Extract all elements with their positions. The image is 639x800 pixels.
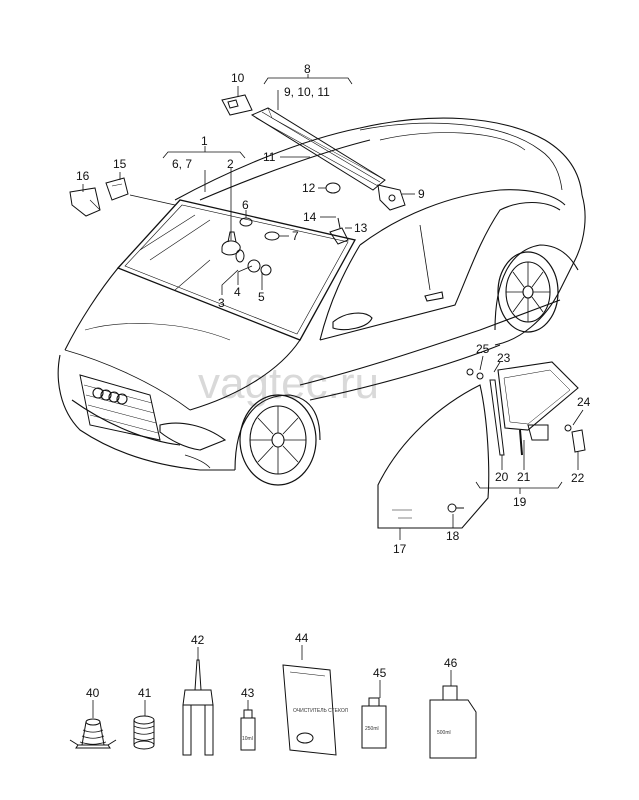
seal-roll-40 [69,718,117,749]
quarter-glass-23 [497,361,579,431]
label-2: 2 [227,157,234,171]
label-42: 42 [191,633,205,647]
bracket-22 [571,429,586,453]
label-4: 4 [234,285,241,299]
label-19: 19 [513,495,527,509]
label-45: 45 [373,666,387,680]
label-20: 20 [495,470,509,484]
door-glass-17 [377,384,490,529]
repair-kit-44 [282,664,337,756]
label-17: 17 [393,542,407,556]
grommet-12 [325,182,341,194]
bracket-16 [69,187,101,217]
label-1: 1 [201,134,208,148]
label-3: 3 [218,296,225,310]
label-18: 18 [446,529,460,543]
label-22: 22 [571,471,585,485]
label-12: 12 [302,181,316,195]
repair-kit-44-text: ОЧИСТИТЕЛЬ СТЕКОЛ [293,708,348,714]
label-8-sub: 9, 10, 11 [284,85,330,99]
mirror-seals [235,249,272,276]
label-44: 44 [295,631,309,645]
label-15: 15 [113,157,127,171]
label-25: 25 [476,342,490,356]
label-24: 24 [577,395,591,409]
bottle-46-text: 500ml [437,730,451,736]
windshield-glass [139,214,211,291]
bolt-18 [447,503,464,513]
bracket-10 [221,94,253,116]
channel-21 [519,424,549,456]
bottle-43-text: 10ml [242,736,253,742]
mirror-mount-part [221,231,241,256]
bracket-9 [377,184,406,211]
label-21: 21 [517,470,531,484]
label-11: 11 [263,150,276,164]
bracket-15 [105,177,129,201]
bottle-45 [361,697,387,749]
label-7: 7 [292,229,299,243]
label-43: 43 [241,686,255,700]
leader-lines [82,74,584,718]
label-41: 41 [138,686,152,700]
label-8: 8 [304,62,311,76]
label-14: 14 [303,210,317,224]
tape-roll-41 [133,715,155,750]
label-40: 40 [86,686,100,700]
clip-13-14 [329,217,349,245]
label-16: 16 [76,169,90,183]
label-13: 13 [354,221,368,235]
label-10: 10 [231,71,245,85]
bottle-43 [240,709,256,751]
bottle-45-text: 250ml [365,726,379,732]
bottle-46 [429,685,477,759]
watermark: vagtec.ru [198,359,379,408]
label-1-sub: 6, 7 [172,157,192,171]
cowl-panel [250,107,386,191]
channel-20 [489,379,505,456]
adhesive-cartridge-42 [182,659,214,756]
label-5: 5 [258,290,265,304]
nut-25 [466,368,484,380]
car-illustration [57,117,586,486]
label-6: 6 [242,198,249,212]
label-9: 9 [418,187,425,201]
label-23: 23 [497,351,511,365]
screw-24 [564,424,572,432]
label-46: 46 [444,656,458,670]
